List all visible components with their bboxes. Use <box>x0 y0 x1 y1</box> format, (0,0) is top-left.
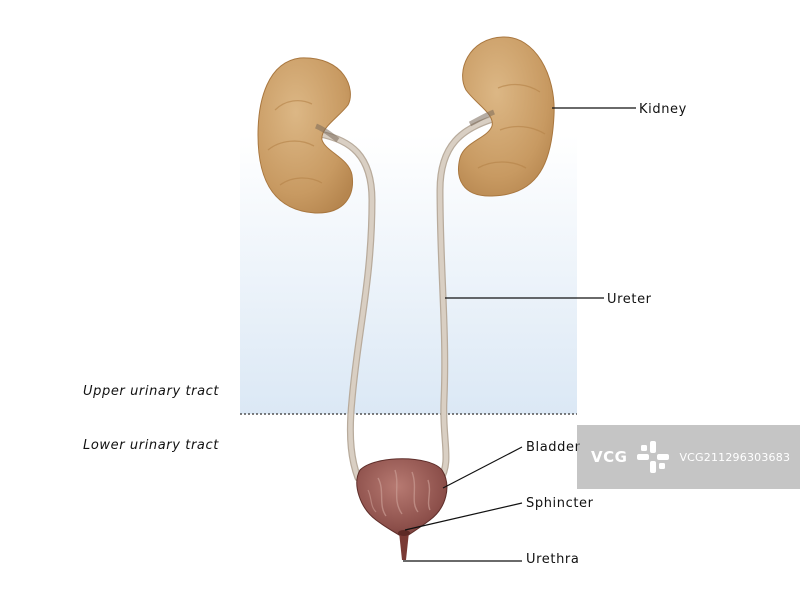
watermark-logo: VCG <box>591 448 628 466</box>
right-kidney <box>458 36 555 197</box>
ureters <box>316 114 500 484</box>
watermark-id: VCG211296303683 <box>679 450 791 464</box>
bladder <box>356 458 448 539</box>
label-sphincter: Sphincter <box>526 496 594 511</box>
sphincter-leader <box>404 502 523 531</box>
label-lower-tract: Lower urinary tract <box>83 438 219 453</box>
label-bladder: Bladder <box>526 440 581 455</box>
label-kidney: Kidney <box>639 102 687 117</box>
bladder-leader <box>442 446 523 489</box>
watermark: VCG VCG211296303683 <box>577 425 800 489</box>
label-upper-tract: Upper urinary tract <box>83 384 219 399</box>
left-kidney <box>257 57 354 214</box>
watermark-flower-icon <box>637 441 670 473</box>
label-ureter: Ureter <box>607 292 652 307</box>
label-urethra: Urethra <box>526 552 579 567</box>
sphincter <box>398 530 410 536</box>
urethra <box>398 530 410 560</box>
